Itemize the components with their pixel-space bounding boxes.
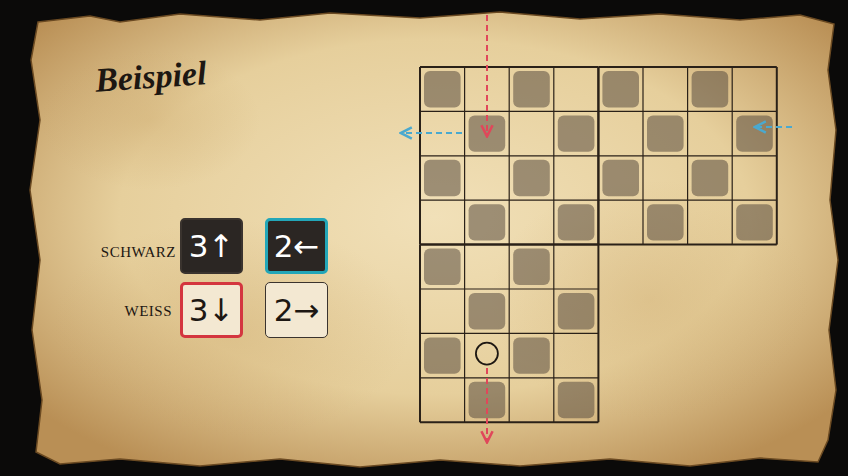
dark-square <box>558 382 595 418</box>
dark-square <box>513 71 550 107</box>
parchment-sheet <box>30 12 838 467</box>
title: Beispiel <box>94 54 208 100</box>
dark-square <box>469 204 506 240</box>
dark-square <box>424 71 461 107</box>
dark-square <box>424 337 461 373</box>
dark-square <box>647 204 684 240</box>
grid-line <box>420 377 598 378</box>
card-value: 2→ <box>274 295 320 326</box>
card-value: 3↓ <box>189 295 235 326</box>
grid-line <box>776 67 778 245</box>
grid-line <box>420 421 598 423</box>
grid-line <box>732 67 733 245</box>
red-arrow <box>486 15 488 135</box>
dark-square <box>513 337 550 373</box>
dark-square <box>469 293 506 329</box>
dark-square <box>558 204 595 240</box>
grid-line <box>687 67 688 245</box>
dark-square <box>513 160 550 196</box>
grid-line <box>597 245 599 423</box>
card: 3↓ <box>180 282 243 338</box>
card: 2→ <box>265 282 328 338</box>
dark-square <box>424 160 461 196</box>
piece-circle <box>476 343 498 365</box>
game-board <box>420 67 777 422</box>
dark-square <box>513 249 550 285</box>
card-value: 3↑ <box>189 231 235 262</box>
dark-square <box>647 115 684 151</box>
dark-square <box>558 293 595 329</box>
card: 3↑ <box>180 218 243 274</box>
grid-line <box>553 245 554 423</box>
blue-arrow <box>756 126 792 128</box>
dark-square <box>692 71 729 107</box>
blue-arrow <box>402 132 462 134</box>
grid-line <box>598 244 776 246</box>
dark-square <box>424 249 461 285</box>
dark-square <box>558 115 595 151</box>
row-label: WEISS <box>125 303 173 320</box>
grid-line <box>598 200 776 201</box>
row-label: SCHWARZ <box>101 244 176 261</box>
dark-square <box>602 71 639 107</box>
dark-square <box>692 160 729 196</box>
grid-line <box>509 67 510 245</box>
grid-line <box>420 200 598 201</box>
grid-line <box>553 67 554 245</box>
dark-square <box>736 115 773 151</box>
card-value: 2← <box>274 231 320 262</box>
dark-square <box>602 160 639 196</box>
card: 2← <box>265 218 328 274</box>
dark-square <box>736 204 773 240</box>
grid-line <box>509 245 510 423</box>
red-arrow <box>486 368 488 441</box>
